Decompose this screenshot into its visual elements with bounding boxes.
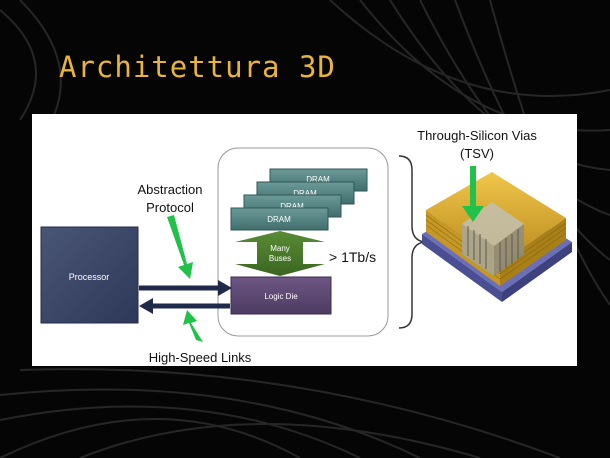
logic-die-label: Logic Die [264, 292, 298, 301]
tsv-chip-illustration [422, 166, 572, 302]
dram-label: DRAM [280, 202, 304, 211]
links-label: High-Speed Links [149, 350, 252, 365]
tsv-pointer-arrow [462, 166, 484, 222]
dram-stack: DRAM DRAM DRAM DRAM [230, 168, 368, 231]
abstraction-label-line1: Abstraction [137, 182, 202, 197]
memory-stack-outline [217, 147, 389, 337]
abstraction-arrow [167, 215, 193, 279]
processor-label: Processor [69, 272, 110, 282]
buses-label-line1: Many [270, 244, 290, 253]
dram-label: DRAM [306, 175, 330, 184]
abstraction-label-line2: Protocol [146, 200, 194, 215]
bandwidth-label: > 1Tb/s [329, 249, 376, 265]
logic-die-block [230, 276, 332, 315]
buses-arrow [235, 231, 325, 276]
high-speed-link-arrows [139, 280, 232, 314]
links-arrow [183, 310, 203, 342]
buses-label-line2: Buses [269, 254, 291, 263]
diagram-panel: Processor DRAM DRAM DRAM DRAM Many Buses… [32, 114, 577, 366]
brace [398, 155, 425, 329]
tsv-label-line1: Through-Silicon Vias [417, 128, 537, 143]
slide-title: Architettura 3D [59, 50, 336, 84]
dram-layer [230, 207, 329, 231]
dram-label: DRAM [267, 215, 291, 224]
architecture-diagram: Processor DRAM DRAM DRAM DRAM Many Buses… [40, 128, 572, 365]
dram-label: DRAM [293, 189, 317, 198]
tsv-label-line2: (TSV) [460, 146, 494, 161]
processor-block [40, 226, 139, 324]
